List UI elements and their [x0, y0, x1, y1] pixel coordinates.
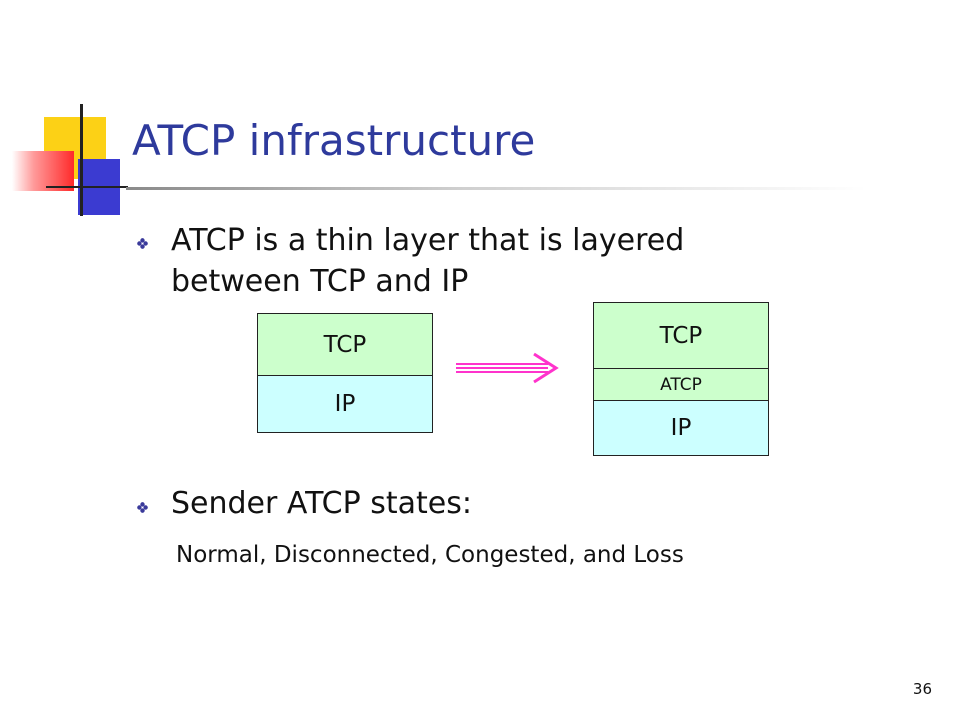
transition-arrow-icon	[456, 352, 559, 384]
page-number: 36	[912, 680, 932, 698]
left-tcp-layer: TCP	[257, 313, 433, 377]
bullet-2-text: Sender ATCP states:	[171, 486, 472, 521]
bullet-1-line-2: between TCP and IP	[171, 264, 469, 299]
diamond-bullet-icon	[137, 238, 148, 249]
right-atcp-layer: ATCP	[593, 368, 769, 402]
diamond-bullet-icon	[137, 502, 148, 513]
title-decoration-horizontal-line	[46, 186, 128, 188]
right-ip-layer: IP	[593, 400, 769, 456]
title-decoration-red-bar	[12, 151, 74, 191]
slide-title: ATCP infrastructure	[132, 116, 536, 165]
title-underline	[126, 187, 866, 190]
sender-states-list: Normal, Disconnected, Congested, and Los…	[176, 542, 684, 568]
title-decoration-vertical-line	[80, 104, 83, 216]
right-tcp-layer: TCP	[593, 302, 769, 370]
left-ip-layer: IP	[257, 375, 433, 433]
bullet-1-line-1: ATCP is a thin layer that is layered	[171, 223, 685, 258]
